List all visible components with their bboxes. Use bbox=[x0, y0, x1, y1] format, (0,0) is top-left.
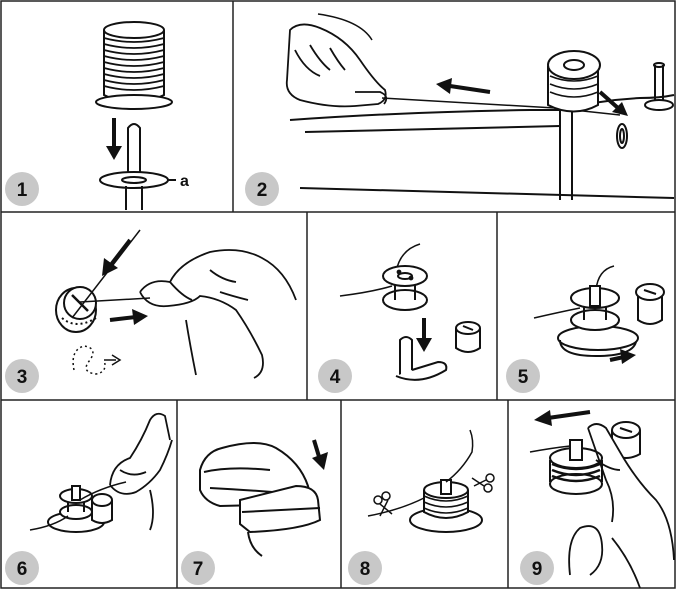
scissors-icon bbox=[472, 474, 494, 492]
diagonal-down-arrow-icon bbox=[102, 240, 130, 276]
panel-3 bbox=[56, 230, 296, 378]
step-number: 3 bbox=[17, 367, 28, 388]
panel-7 bbox=[200, 440, 328, 556]
step-number: 1 bbox=[17, 180, 28, 201]
step-badge-5: 5 bbox=[506, 359, 540, 393]
down-arrow-icon bbox=[106, 118, 122, 160]
step-badge-6: 6 bbox=[5, 551, 39, 585]
down-right-arrow-icon bbox=[600, 92, 628, 116]
bobbin-illustration bbox=[383, 266, 427, 310]
step-number: 7 bbox=[193, 559, 204, 580]
right-arrow-icon bbox=[610, 349, 636, 364]
machine-spool-illustration bbox=[548, 51, 600, 112]
down-arrow-icon bbox=[312, 440, 328, 470]
step-badge-3: 3 bbox=[5, 359, 39, 393]
winder-stopper-illustration bbox=[636, 284, 664, 324]
winder-stopper-illustration bbox=[456, 322, 480, 352]
thread-path-diagram bbox=[73, 346, 120, 374]
thread-spool-illustration bbox=[96, 22, 172, 109]
left-arrow-icon bbox=[534, 410, 590, 426]
panel-1 bbox=[96, 22, 176, 210]
hand-illustration bbox=[287, 24, 386, 106]
step-number: 2 bbox=[257, 180, 268, 201]
foot-pedal-illustration bbox=[240, 486, 320, 556]
step-number: 6 bbox=[17, 559, 28, 580]
winder-stopper-illustration bbox=[92, 494, 112, 523]
step-number: 4 bbox=[330, 367, 341, 388]
step-badge-7: 7 bbox=[181, 551, 215, 585]
step-badge-8: 8 bbox=[348, 551, 382, 585]
step-badge-4: 4 bbox=[318, 359, 352, 393]
step-badge-9: 9 bbox=[520, 551, 554, 585]
hand-illustration bbox=[110, 414, 172, 530]
down-arrow-icon bbox=[416, 318, 432, 352]
right-arrow-icon bbox=[110, 309, 148, 325]
panel-4 bbox=[340, 244, 480, 380]
step-number: 5 bbox=[518, 367, 529, 388]
step-number: 9 bbox=[532, 559, 543, 580]
panel-6 bbox=[30, 414, 172, 532]
full-bobbin-illustration bbox=[424, 480, 468, 518]
step-number: 8 bbox=[360, 559, 371, 580]
panel-8 bbox=[368, 430, 494, 532]
step-badge-2: 2 bbox=[245, 172, 279, 206]
panel-5 bbox=[534, 266, 664, 364]
left-arrow-icon bbox=[436, 78, 490, 94]
thread-guide-illustration bbox=[617, 124, 627, 148]
spool-cap-label: a bbox=[180, 173, 189, 190]
panel-2 bbox=[287, 14, 674, 200]
spool-pin-illustration bbox=[100, 124, 176, 210]
bobbin-winder-pin-illustration bbox=[645, 63, 673, 110]
bobbin-illustration bbox=[60, 486, 92, 519]
step-badge-1: 1 bbox=[5, 172, 39, 206]
hand-illustration bbox=[140, 250, 296, 378]
